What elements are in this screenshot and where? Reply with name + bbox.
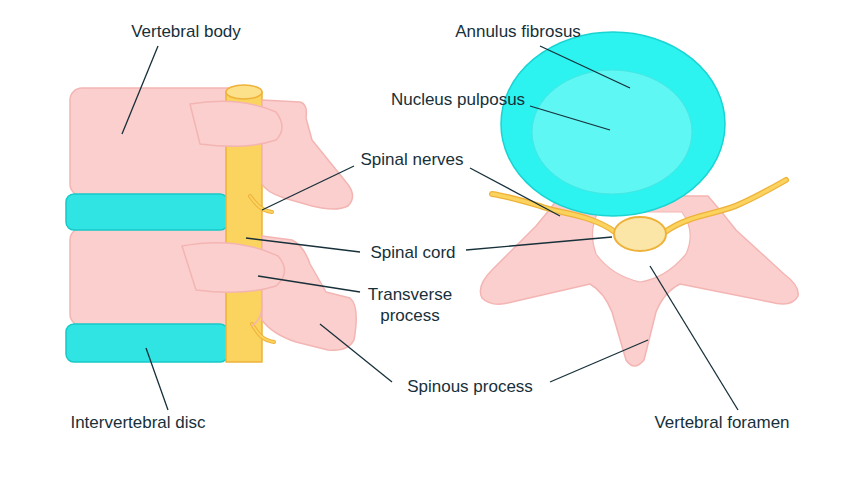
part-label: Spinal nerves <box>360 149 463 170</box>
part-label: Annulus fibrosus <box>455 21 581 42</box>
part-label: Transverse process <box>360 284 460 326</box>
leader-line <box>550 340 648 382</box>
vertebra-shape <box>480 196 798 366</box>
spinal-nerve-shape <box>250 196 272 212</box>
transverse-process-shape <box>190 101 282 146</box>
leader-line <box>530 106 610 130</box>
spinal-nerve-shape <box>665 180 786 232</box>
spinal-cord-end <box>226 85 262 99</box>
leader-line <box>320 324 392 382</box>
leader-line <box>540 46 630 88</box>
spinal-nerve-shape <box>665 180 786 232</box>
leader-line <box>262 166 354 210</box>
facet-line <box>252 300 262 326</box>
spinous-process-shape <box>262 236 356 350</box>
annulus-fibrosus-shape <box>501 32 725 216</box>
leader-line <box>146 348 168 410</box>
leader-line <box>122 46 158 134</box>
leader-line <box>258 276 360 292</box>
part-label: Vertebral foramen <box>654 412 789 433</box>
spinal-nerve-shape <box>250 196 272 212</box>
intervertebral-disc-shape <box>66 324 228 362</box>
leader-lines <box>122 46 738 410</box>
leader-line <box>470 168 560 216</box>
part-label: Spinous process <box>407 376 533 397</box>
transverse-process-shape <box>182 243 285 293</box>
part-label: Spinal cord <box>370 242 455 263</box>
part-label: Vertebral body <box>131 21 241 42</box>
spinal-cord-shape <box>614 217 666 251</box>
leader-line <box>246 238 360 252</box>
leader-line <box>466 237 612 250</box>
lateral-view <box>66 85 356 362</box>
part-label: Nucleus pulposus <box>391 89 525 110</box>
leader-line <box>650 266 738 410</box>
intervertebral-disc-shape <box>66 194 228 230</box>
part-label: Intervertebral disc <box>70 412 205 433</box>
nucleus-pulposus-shape <box>532 70 692 194</box>
